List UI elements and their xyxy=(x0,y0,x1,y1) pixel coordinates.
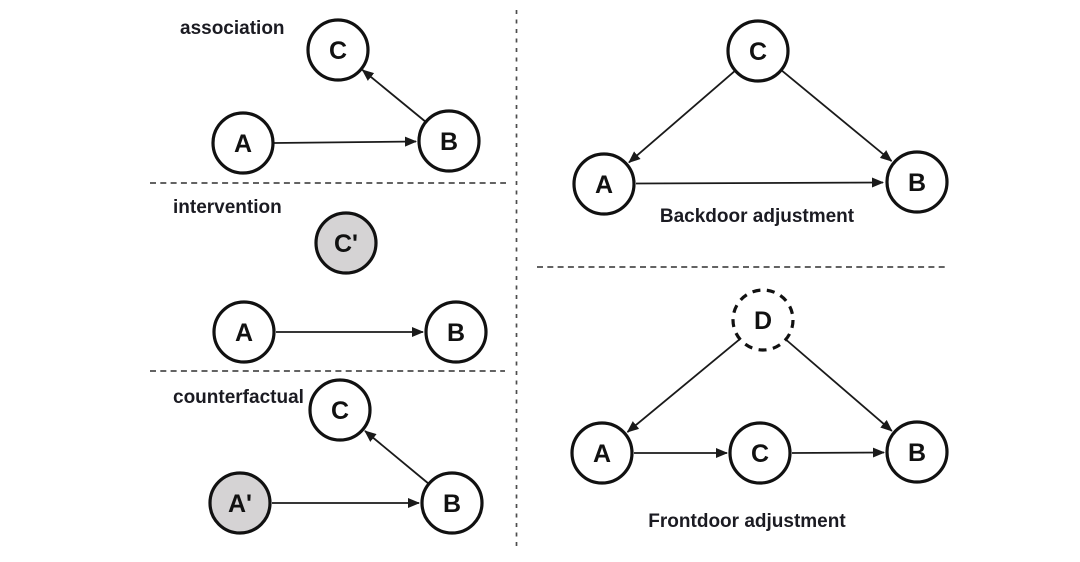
counterfactual-node-Aprime-label: A' xyxy=(228,490,252,518)
frontdoor-edge-C-to-B xyxy=(791,447,885,458)
frontdoor-node-D: D xyxy=(731,288,795,352)
backdoor-node-C-circle xyxy=(726,19,790,83)
association-node-C-circle xyxy=(306,18,370,82)
association-node-B-circle xyxy=(417,109,481,173)
association-node-B-label: B xyxy=(440,128,458,156)
intervention-node-A-circle xyxy=(212,300,276,364)
intervention-node-B: B xyxy=(424,300,488,364)
association-node-A-label: A xyxy=(234,130,252,158)
counterfactual-node-C-label: C xyxy=(331,397,349,425)
frontdoor-node-C-label: C xyxy=(751,440,769,468)
counterfactual-node-C: C xyxy=(308,378,372,442)
backdoor-edge-A-to-B xyxy=(635,177,884,188)
intervention-node-B-label: B xyxy=(447,319,465,347)
association-edge-B-to-C xyxy=(361,69,428,124)
frontdoor-node-B: B xyxy=(885,420,949,484)
frontdoor-edge-D-to-B xyxy=(785,338,893,432)
backdoor-node-A-label: A xyxy=(595,171,613,199)
association-node-A-circle xyxy=(211,111,275,175)
frontdoor-node-B-label: B xyxy=(908,439,926,467)
counterfactual-title: counterfactual xyxy=(173,387,304,408)
association-title: association xyxy=(180,18,285,39)
counterfactual-node-C-circle xyxy=(308,378,372,442)
association-node-C-label: C xyxy=(329,37,347,65)
counterfactual-node-B: B xyxy=(420,471,484,535)
counterfactual-edge-B-to-C xyxy=(364,430,430,485)
backdoor-node-C: C xyxy=(726,19,790,83)
frontdoor-node-A: A xyxy=(570,421,634,485)
backdoor-edge-C-to-A xyxy=(628,69,736,164)
backdoor-caption: Backdoor adjustment xyxy=(660,206,855,227)
frontdoor-node-D-label: D xyxy=(754,307,772,335)
intervention-node-A-label: A xyxy=(235,319,253,347)
frontdoor-node-A-circle xyxy=(570,421,634,485)
intervention-node-A: A xyxy=(212,300,276,364)
association-node-C: C xyxy=(306,18,370,82)
backdoor-node-B-circle xyxy=(885,150,949,214)
backdoor-node-C-label: C xyxy=(749,38,767,66)
intervention-node-Cprime-label: C' xyxy=(334,230,358,258)
frontdoor-node-B-circle xyxy=(885,420,949,484)
counterfactual-node-Aprime: A' xyxy=(208,471,272,535)
intervention-node-B-circle xyxy=(424,300,488,364)
backdoor-node-A-circle xyxy=(572,152,636,216)
association-edge-A-to-B xyxy=(273,136,417,147)
frontdoor-edge-D-to-A xyxy=(626,338,741,433)
backdoor-node-B: B xyxy=(885,150,949,214)
counterfactual-node-B-label: B xyxy=(443,490,461,518)
frontdoor-node-D-circle xyxy=(731,288,795,352)
frontdoor-node-A-label: A xyxy=(593,440,611,468)
backdoor-node-B-label: B xyxy=(908,169,926,197)
frontdoor-node-C-circle xyxy=(728,421,792,485)
frontdoor-caption: Frontdoor adjustment xyxy=(648,511,846,532)
intervention-title: intervention xyxy=(173,197,282,218)
backdoor-edge-C-to-B xyxy=(780,69,893,162)
association-node-B: B xyxy=(417,109,481,173)
intervention-node-Cprime: C' xyxy=(314,211,378,275)
counterfactual-node-B-circle xyxy=(420,471,484,535)
counterfactual-node-Aprime-circle xyxy=(208,471,272,535)
backdoor-node-A: A xyxy=(572,152,636,216)
frontdoor-node-C: C xyxy=(728,421,792,485)
intervention-node-Cprime-circle xyxy=(314,211,378,275)
association-node-A: A xyxy=(211,111,275,175)
